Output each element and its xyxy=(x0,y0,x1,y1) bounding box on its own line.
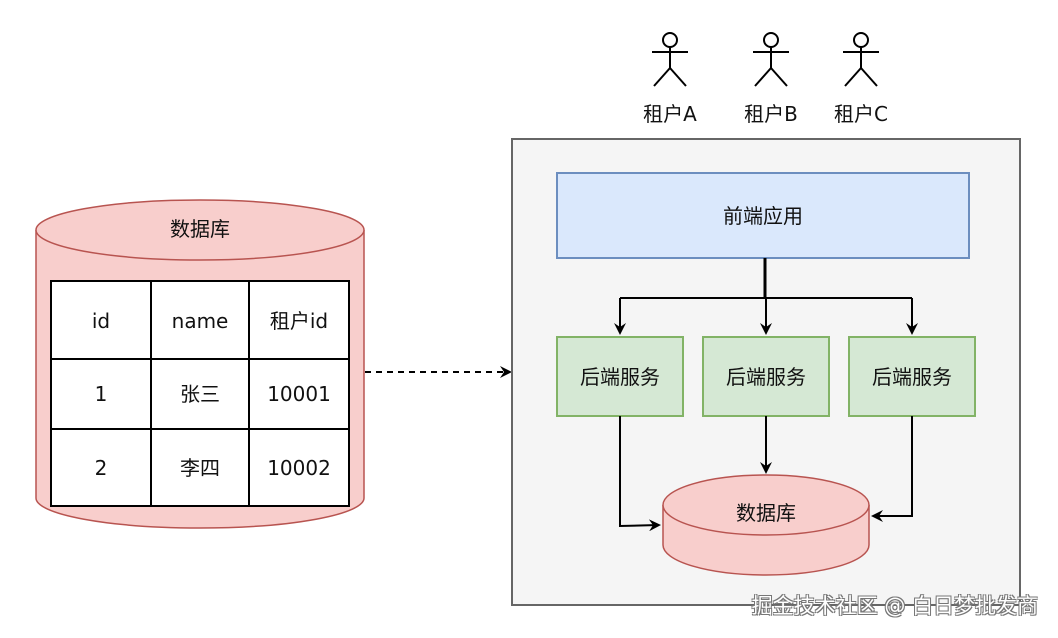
person-icon xyxy=(753,32,789,87)
table-header-cell: name xyxy=(172,309,229,333)
table-header-cell: 租户id xyxy=(270,309,328,333)
table-cell: 1 xyxy=(95,382,108,406)
frontend-to-backend-connectors xyxy=(614,258,918,335)
backend-service-box-2[interactable]: 后端服务 xyxy=(702,336,830,417)
person-icon xyxy=(652,32,688,87)
cylinder-top xyxy=(35,199,365,261)
table-row: 2 李四 10002 xyxy=(95,456,331,480)
backend-label: 后端服务 xyxy=(872,365,952,389)
database-label: 数据库 xyxy=(736,501,796,525)
frontend-label: 前端应用 xyxy=(723,204,803,228)
table-cell: 10001 xyxy=(267,382,331,406)
backend-label: 后端服务 xyxy=(726,365,806,389)
cylinder-top xyxy=(662,474,870,536)
tenant-actor-a[interactable]: 租户A xyxy=(643,32,697,126)
database-title: 数据库 xyxy=(170,217,230,241)
tenant-table: id name 租户id 1 张三 10001 2 李四 10002 xyxy=(50,280,350,507)
watermark-text: 掘金技术社区 @ 白日梦批发商 xyxy=(751,594,1038,618)
table-cell: 张三 xyxy=(180,382,220,406)
tenant-label: 租户C xyxy=(834,102,888,126)
table-header-cell: id xyxy=(92,309,110,333)
frontend-app-box[interactable]: 前端应用 xyxy=(556,172,970,259)
tenant-label: 租户A xyxy=(643,102,697,126)
shared-database-cylinder[interactable]: 数据库 xyxy=(662,474,870,576)
backend-label: 后端服务 xyxy=(580,365,660,389)
table-row: 1 张三 10001 xyxy=(95,382,331,406)
backend-service-box-3[interactable]: 后端服务 xyxy=(848,336,976,417)
backend-to-database-connectors xyxy=(619,416,913,532)
tenant-label: 租户B xyxy=(744,102,798,126)
table-cell: 2 xyxy=(95,456,108,480)
backend-service-box-1[interactable]: 后端服务 xyxy=(556,336,684,417)
table-cell: 10002 xyxy=(267,456,331,480)
tenant-actor-c[interactable]: 租户C xyxy=(834,32,888,126)
person-icon xyxy=(843,32,879,87)
table-cell: 李四 xyxy=(180,456,220,480)
tenant-actor-b[interactable]: 租户B xyxy=(744,32,798,126)
